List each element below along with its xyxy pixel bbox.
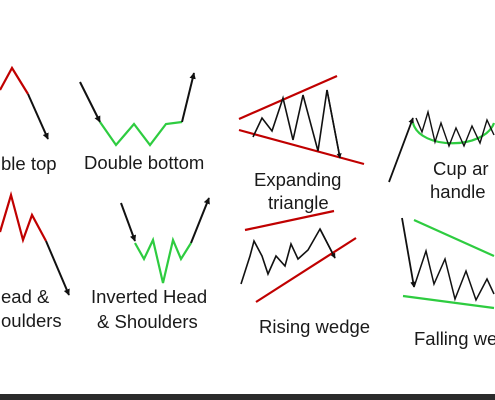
head-and-shoulders-pattern-icon bbox=[0, 190, 70, 296]
cup-and-handle-label-line2: handle bbox=[430, 181, 486, 202]
double-top-pattern-icon bbox=[0, 65, 49, 140]
falling-wedge-label: Falling we bbox=[414, 328, 495, 349]
cup-and-handle-label-line1: Cup ar bbox=[433, 158, 489, 179]
falling-wedge-pattern-icon bbox=[401, 217, 495, 310]
rising-wedge-label: Rising wedge bbox=[259, 316, 370, 337]
double-top-label: ble top bbox=[1, 153, 57, 174]
cup-and-handle-pattern-icon bbox=[388, 109, 495, 183]
double-bottom-label: Double bottom bbox=[84, 152, 204, 173]
expanding-triangle-label-line2: triangle bbox=[268, 192, 329, 213]
head-and-shoulders-label-line2: oulders bbox=[1, 310, 62, 331]
inverted-head-and-shoulders-pattern-icon bbox=[120, 197, 210, 284]
bottom-frame-bar bbox=[0, 394, 495, 400]
double-bottom-pattern-icon bbox=[79, 72, 196, 147]
expanding-triangle-label-line1: Expanding bbox=[254, 169, 341, 190]
inverted-head-and-shoulders-label-line1: Inverted Head bbox=[91, 286, 207, 307]
rising-wedge-pattern-icon bbox=[240, 209, 357, 303]
head-and-shoulders-label-line1: ead & bbox=[1, 286, 50, 307]
expanding-triangle-pattern-icon bbox=[238, 74, 365, 166]
inverted-head-and-shoulders-label-line2: & Shoulders bbox=[97, 311, 198, 332]
